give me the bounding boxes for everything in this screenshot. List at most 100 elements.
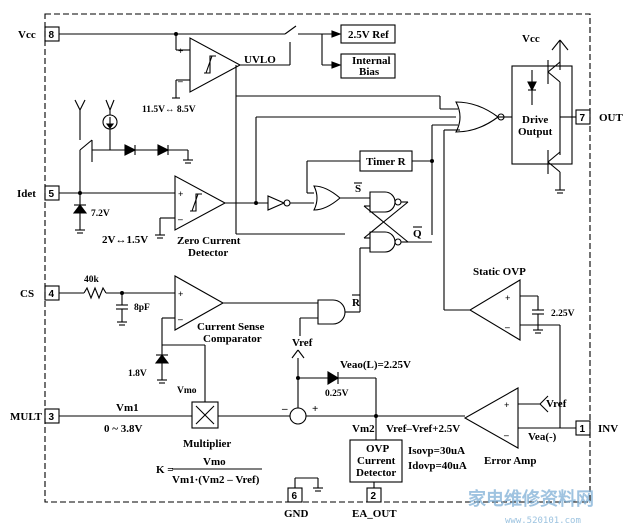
ic-boundary	[44, 13, 591, 503]
svg-text:Vcc: Vcc	[522, 33, 540, 45]
svg-text:MULT: MULT	[10, 411, 43, 423]
svg-text:+: +	[178, 290, 183, 300]
svg-text:Idovp=40uA: Idovp=40uA	[408, 460, 467, 472]
svg-text:Current: Current	[357, 455, 396, 467]
svg-text:+: +	[178, 190, 183, 200]
ref-2v5-block	[340, 24, 396, 44]
svg-text:0 ~ 3.8V: 0 ~ 3.8V	[104, 423, 142, 435]
svg-text:–: –	[177, 315, 183, 325]
svg-text:Vm1: Vm1	[116, 402, 139, 414]
svg-text:Static OVP: Static OVP	[473, 266, 526, 278]
error-amp-section: + – Vref Vea(-) Error Amp Vref–Vref+2.5V	[386, 387, 576, 467]
svg-text:1: 1	[580, 424, 586, 435]
error-amp	[463, 387, 519, 449]
summing-node	[289, 407, 307, 425]
svg-text:Idet: Idet	[17, 188, 36, 200]
svg-text:家电维修资料网: 家电维修资料网	[468, 488, 594, 510]
ground-connection	[294, 477, 323, 492]
svg-text:K =: K =	[156, 464, 174, 476]
svg-text:8pF: 8pF	[134, 303, 150, 313]
uvlo-comparator	[189, 37, 242, 93]
svg-text:1.8V: 1.8V	[128, 369, 147, 379]
svg-text:5: 5	[49, 189, 55, 200]
svg-text:Vref–Vref+2.5V: Vref–Vref+2.5V	[386, 423, 460, 435]
svg-text:Vcc: Vcc	[18, 29, 36, 41]
current-sense-comparator	[174, 275, 225, 331]
svg-text:2: 2	[371, 491, 377, 502]
ovp-current-detector: OVP Current Detector Isovp=30uA Idovp=40…	[349, 416, 467, 488]
pin-5-idet: 5 Idet	[17, 185, 60, 201]
multiplier-block	[191, 401, 219, 429]
svg-text:–: –	[503, 431, 509, 441]
static-ovp-section: Static OVP + – 2.25V	[444, 266, 575, 428]
svg-text:Comparator: Comparator	[203, 333, 262, 345]
svg-text:Detector: Detector	[356, 467, 396, 479]
svg-text:–: –	[281, 403, 288, 415]
svg-text:Veao(L)=2.25V: Veao(L)=2.25V	[340, 359, 411, 371]
svg-text:7.2V: 7.2V	[91, 209, 110, 219]
svg-text:S: S	[355, 183, 361, 195]
svg-text:EA_OUT: EA_OUT	[352, 508, 397, 520]
svg-text:Current Sense: Current Sense	[197, 321, 264, 333]
svg-text:+: +	[505, 294, 510, 304]
svg-text:Bias: Bias	[359, 66, 380, 78]
zero-current-detector-section: 7.2V + – 2V↔1.5V Ze	[59, 99, 314, 259]
svg-text:11.5V↔ 8.5V: 11.5V↔ 8.5V	[142, 105, 196, 115]
svg-text:Error Amp: Error Amp	[484, 455, 536, 467]
svg-text:Vref: Vref	[546, 398, 567, 410]
pin-7-out: 7 OUT	[575, 109, 624, 125]
svg-text:3: 3	[49, 412, 55, 423]
svg-text:Detector: Detector	[188, 247, 228, 259]
svg-text:+: +	[178, 47, 183, 57]
static-ovp-comparator	[468, 279, 521, 341]
svg-text:Output: Output	[518, 126, 553, 138]
pin-1-inv: 1 INV	[575, 420, 618, 436]
svg-text:OUT: OUT	[599, 112, 624, 124]
svg-text:4: 4	[49, 289, 55, 300]
pin-4-cs: 4 CS	[20, 285, 60, 301]
svg-text:UVLO: UVLO	[244, 54, 276, 66]
svg-text:–: –	[177, 77, 183, 87]
internal-bias-block	[340, 53, 396, 79]
svg-text:Vm2: Vm2	[352, 423, 375, 435]
svg-text:R: R	[352, 297, 361, 309]
svg-text:Vref: Vref	[292, 337, 313, 349]
or-gate-set	[313, 185, 341, 211]
pin-3-mult: 3 MULT	[10, 408, 60, 424]
svg-text:40k: 40k	[84, 275, 100, 285]
svg-text:6: 6	[292, 491, 298, 502]
and-gate-reset	[317, 299, 346, 325]
svg-text:Vm1·(Vm2 – Vref): Vm1·(Vm2 – Vref)	[172, 474, 260, 486]
svg-text:2.25V: 2.25V	[551, 309, 575, 319]
pin-6-gnd: 6 GND	[284, 487, 309, 520]
watermark: 家电维修资料网 www.520101.com	[468, 488, 594, 526]
svg-text:Vmo: Vmo	[177, 386, 197, 396]
svg-text:8: 8	[49, 30, 55, 41]
svg-text:CS: CS	[20, 288, 34, 300]
svg-text:Q: Q	[413, 228, 422, 240]
svg-text:Timer R: Timer R	[366, 156, 407, 168]
svg-text:2.5V Ref: 2.5V Ref	[348, 29, 389, 41]
svg-text:www.520101.com: www.520101.com	[505, 516, 581, 526]
svg-text:+: +	[312, 403, 318, 415]
svg-text:INV: INV	[598, 423, 618, 435]
svg-text:OVP: OVP	[366, 443, 390, 455]
svg-text:2V↔1.5V: 2V↔1.5V	[102, 234, 148, 246]
drive-or-gate	[455, 101, 499, 133]
gain-formula: K = Vmo Vm1·(Vm2 – Vref)	[156, 456, 262, 486]
svg-text:–: –	[177, 215, 183, 225]
svg-text:Internal: Internal	[352, 55, 391, 67]
drive-output-stage: Drive Output Vcc	[511, 33, 576, 194]
multiplier-section: Vm1 0 ~ 3.8V Multiplier – + Vm2 Vref 0.2…	[59, 337, 465, 450]
svg-text:GND: GND	[284, 508, 309, 520]
svg-text:7: 7	[580, 113, 586, 124]
pin-2-ea-out: 2 EA_OUT	[352, 487, 397, 520]
svg-text:Vmo: Vmo	[203, 456, 226, 468]
current-sense-section: 40k 8pF + – Current Sense Comparator 1.8…	[59, 275, 318, 402]
svg-text:0.25V: 0.25V	[325, 389, 349, 399]
svg-text:Drive: Drive	[522, 114, 548, 126]
svg-text:–: –	[504, 323, 510, 333]
inverter-gate	[267, 195, 286, 211]
svg-text:Multiplier: Multiplier	[183, 438, 231, 450]
